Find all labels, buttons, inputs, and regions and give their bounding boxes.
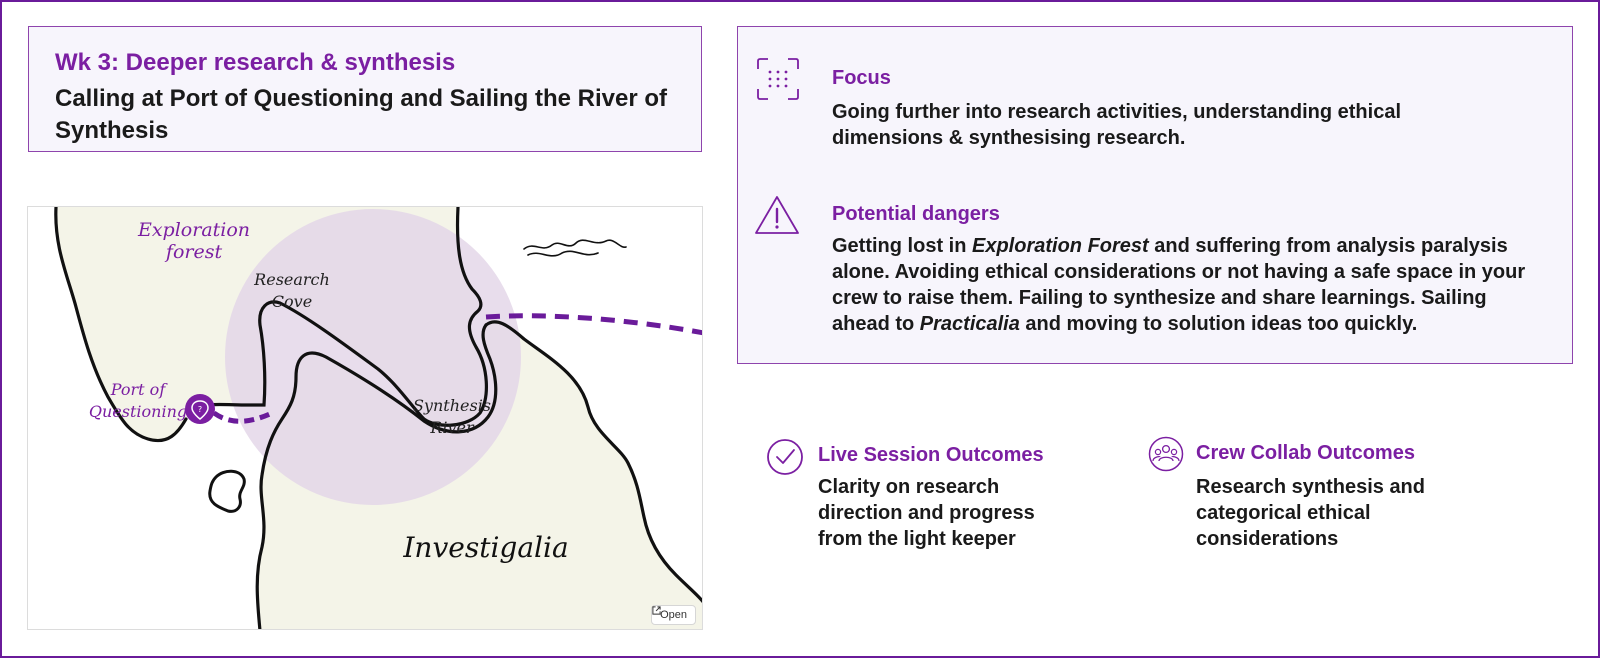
dangers-body: Getting lost in Exploration Forest and s… [832,233,1532,337]
coastline-river-inner [255,323,498,629]
map-label-investigalia: Investigalia [396,531,576,565]
coastline-right [484,320,702,604]
dangers-text: and suffering from analysis paralysis al… [832,235,1526,335]
map-label-research-cove: Research Cove [250,269,334,313]
open-map-button[interactable]: Open [651,605,696,625]
map-illustration: ? [28,207,702,629]
dangers-text: and moving to solution ideas too quickly… [1019,313,1418,335]
focus-dangers-card: Focus Going further into research activi… [737,26,1573,364]
map-label-text: Investigalia [403,531,569,564]
map-label-text: Exploration forest [137,219,251,263]
live-session-body: Clarity on research direction and progre… [818,476,1035,550]
live-session-heading: Live Session Outcomes [818,444,1044,466]
dangers-text: Getting lost in [832,235,972,257]
map-label-text: Port of Questioning [88,380,188,421]
port-pin-icon: ? [185,394,215,424]
week-subtitle: Calling at Port of Questioning and Saili… [55,85,668,144]
dangers-emphasis-practicalia: Practicalia [919,313,1020,335]
dangers-heading: Potential dangers [832,203,1000,225]
open-map-label: Open [660,609,687,621]
crew-group-icon [1148,436,1184,472]
map-label-text: Research Cove [254,270,330,311]
voyage-map: ? Exploration forest Research Cove Port … [27,206,703,630]
warning-icon [755,196,799,234]
small-island [208,469,246,513]
map-label-port-of-questioning: Port of Questioning [86,379,190,423]
map-label-text: Synthesis River [412,396,492,437]
focus-region-circle [225,209,521,505]
route-line-right [485,313,702,336]
crew-collab-body: Research synthesis and categorical ethic… [1196,476,1425,550]
week-title-card: Wk 3: Deeper research & synthesis Callin… [28,26,702,152]
sea-waves [523,239,627,257]
route-line-port [212,410,274,424]
focus-icon [757,58,799,100]
map-label-synthesis-river: Synthesis River [410,395,494,439]
focus-body: Going further into research activities, … [832,101,1402,149]
week-title: Wk 3: Deeper research & synthesis [55,49,456,76]
focus-heading: Focus [832,67,891,89]
coastline-left [54,207,188,443]
dangers-emphasis-exploration-forest: Exploration Forest [972,235,1149,257]
check-circle-icon [767,439,803,475]
svg-text:?: ? [198,405,202,414]
map-label-exploration-forest: Exploration forest [132,219,256,263]
crew-collab-heading: Crew Collab Outcomes [1196,442,1415,464]
external-link-icon [652,606,661,615]
